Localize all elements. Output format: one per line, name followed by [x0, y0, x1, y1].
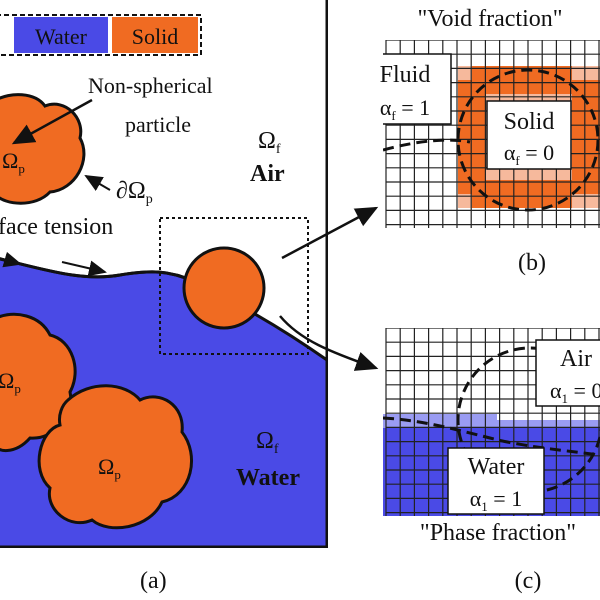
- non-spherical-label-line2: particle: [125, 112, 191, 137]
- legend-water-swatch: [14, 17, 108, 53]
- air-value: α1 = 0: [550, 378, 600, 406]
- panel-c: [383, 328, 600, 516]
- non-spherical-particle-left: [0, 312, 77, 452]
- caption-c: (c): [515, 568, 542, 594]
- arrow-to-panel-b: [281, 206, 379, 260]
- water-label-c: Water: [468, 454, 525, 480]
- caption-b: (b): [518, 250, 546, 276]
- fluid-label: Fluid: [380, 62, 431, 88]
- water-label-box: [447, 447, 545, 515]
- fluid-label-box: [383, 53, 452, 125]
- non-spherical-particle-top: [0, 93, 86, 205]
- legend-solid-label: Solid: [132, 24, 178, 49]
- surface-tension-arrow-right: [61, 260, 107, 277]
- arrow-to-panel-c: [279, 315, 379, 371]
- panel-b-dashed-interface: [383, 138, 471, 152]
- non-spherical-arrow: [11, 98, 93, 145]
- panel-c-title: "Phase fraction": [420, 520, 576, 546]
- water-value: α1 = 1: [470, 486, 522, 514]
- zoom-box: [159, 217, 309, 355]
- omega-f-water: Ωf: [256, 428, 279, 457]
- surface-tension-label: face tension: [0, 214, 113, 240]
- free-surface-line: [0, 257, 196, 284]
- air-label-c: Air: [560, 346, 592, 372]
- fluid-value: αf = 1: [380, 95, 430, 123]
- boundary-label: ∂Ωp: [116, 178, 153, 207]
- omega-p-left: Ωp: [0, 368, 21, 396]
- omega-p-top: Ωp: [2, 148, 25, 176]
- spherical-particle: [182, 246, 266, 330]
- solid-label-box: [486, 100, 572, 170]
- panel-c-interface-cells: [383, 414, 600, 428]
- omega-f-air: Ωf: [258, 128, 281, 157]
- solid-label: Solid: [504, 109, 555, 135]
- panel-b-dashed-circle: [456, 68, 600, 212]
- solid-value: αf = 0: [504, 140, 554, 168]
- water-label-a: Water: [236, 465, 300, 491]
- caption-a: (a): [140, 568, 167, 594]
- legend-solid-swatch: [112, 17, 198, 53]
- panel-b-title: "Void fraction": [417, 6, 562, 32]
- panel-b: [383, 40, 600, 228]
- legend-water-label: Water: [35, 24, 88, 49]
- non-spherical-label-line1: Non-spherical: [88, 73, 213, 98]
- omega-p-bottom: Ωp: [98, 454, 121, 482]
- panel-a: Water Solid Ωp Non-spherical particle ∂Ω…: [0, 0, 328, 548]
- air-label: Air: [250, 161, 285, 187]
- non-spherical-particle-bottom: [37, 384, 194, 530]
- boundary-arrow: [84, 174, 111, 191]
- air-label-box: [535, 339, 600, 407]
- panel-c-dashed-interface: [383, 416, 600, 457]
- surface-tension-arrow-left: [0, 251, 22, 268]
